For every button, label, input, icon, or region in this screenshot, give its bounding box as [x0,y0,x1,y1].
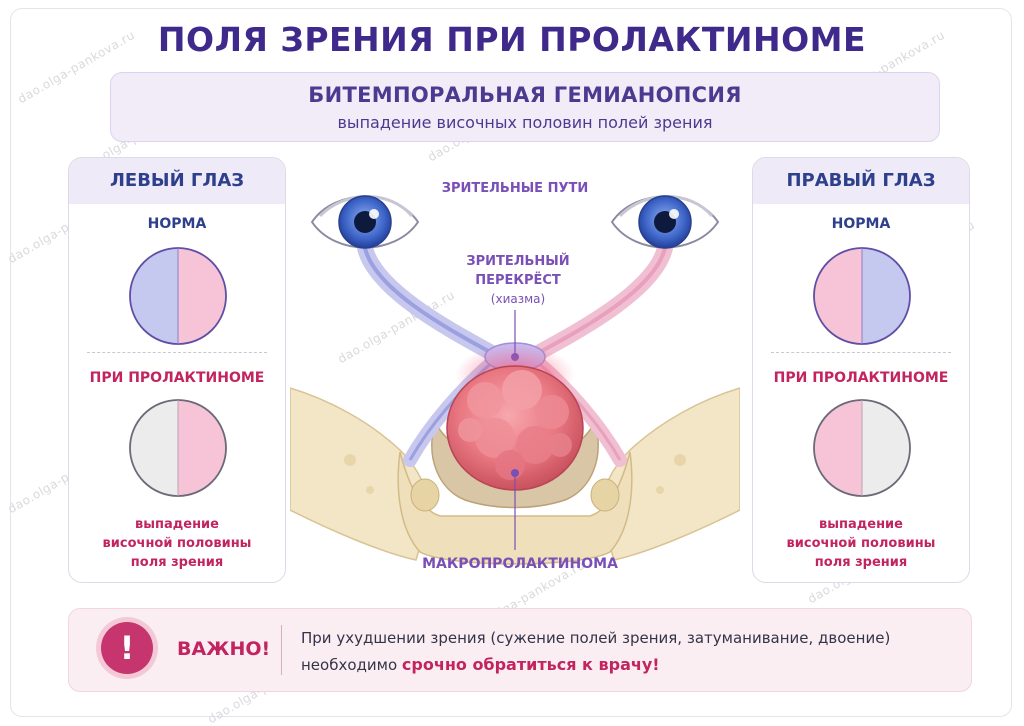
right-eye-caption: выпадение височной половины поля зрения [786,517,936,570]
page-title: ПОЛЯ ЗРЕНИЯ ПРИ ПРОЛАКТИНОМЕ [157,20,867,59]
left-eye-nasal-half [178,248,226,344]
right-eye-normal-field [813,247,911,345]
warning-text-line2: необходимо срочно обратиться к врачу! [301,655,660,674]
left-eye-prolactinoma-label: ПРИ ПРОЛАКТИНОМЕ [89,370,265,386]
subtitle-main: БИТЕМПОРАЛЬНАЯ ГЕМИАНОПСИЯ [308,83,742,107]
subtitle-sub: выпадение височных половин полей зрения [337,113,713,132]
warning-separator [281,625,282,675]
left-eye-norm-label: НОРМА [147,216,207,232]
right-eye-nasal-half [814,248,862,344]
left-eye-caption: выпадение височной половины поля зрения [102,517,252,570]
right-eyeball-icon [610,195,720,249]
warning-title: ВАЖНО! [177,638,271,660]
right-eye-header: ПРАВЫЙ ГЛАЗ [753,158,969,204]
right-eye-prolactinoma-label: ПРИ ПРОЛАКТИНОМЕ [773,370,949,386]
left-eye-card: ЛЕВЫЙ ГЛАЗ НОРМА ПРИ ПРОЛАКТИНОМЕ выпаде… [68,157,286,583]
left-eye-affected-field [129,399,227,497]
left-eye-temporal-half [130,248,178,344]
warning-box: ! ВАЖНО! При ухудшении зрения (сужение п… [68,608,972,692]
exclamation-icon: ! [101,622,153,674]
right-eye-temporal-half [862,248,910,344]
right-eye-norm-label: НОРМА [831,216,891,232]
warning-text-line1: При ухудшении зрения (сужение полей зрен… [301,629,891,647]
optic-paths-label: ЗРИТЕЛЬНЫЕ ПУТИ [441,181,589,196]
right-eye-affected-field [813,399,911,497]
right-eye-divider [771,352,951,353]
skull-base-bone [290,387,740,565]
chiasm-label: ЗРИТЕЛЬНЫЙ ПЕРЕКРЁСТ (хиазма) [466,254,570,306]
subtitle-box: БИТЕМПОРАЛЬНАЯ ГЕМИАНОПСИЯ выпадение вис… [110,72,940,142]
left-eye-normal-field [129,247,227,345]
adenoma-label: МАКРОПРОЛАКТИНОМА [422,556,618,572]
left-eye-header: ЛЕВЫЙ ГЛАЗ [69,158,285,204]
left-eye-divider [87,352,267,353]
warning-accent-text: срочно обратиться к врачу! [401,655,660,674]
left-eye-remaining-half [178,400,226,496]
right-eye-lost-half [862,400,910,496]
right-eye-remaining-half [814,400,862,496]
left-eye-lost-half [130,400,178,496]
right-eye-card: ПРАВЫЙ ГЛАЗ НОРМА ПРИ ПРОЛАКТИНОМЕ выпад… [752,157,970,583]
left-eyeball-icon [310,195,420,249]
optic-chiasm-diagram [290,195,740,565]
macroprolactinoma-tumor [446,365,584,491]
